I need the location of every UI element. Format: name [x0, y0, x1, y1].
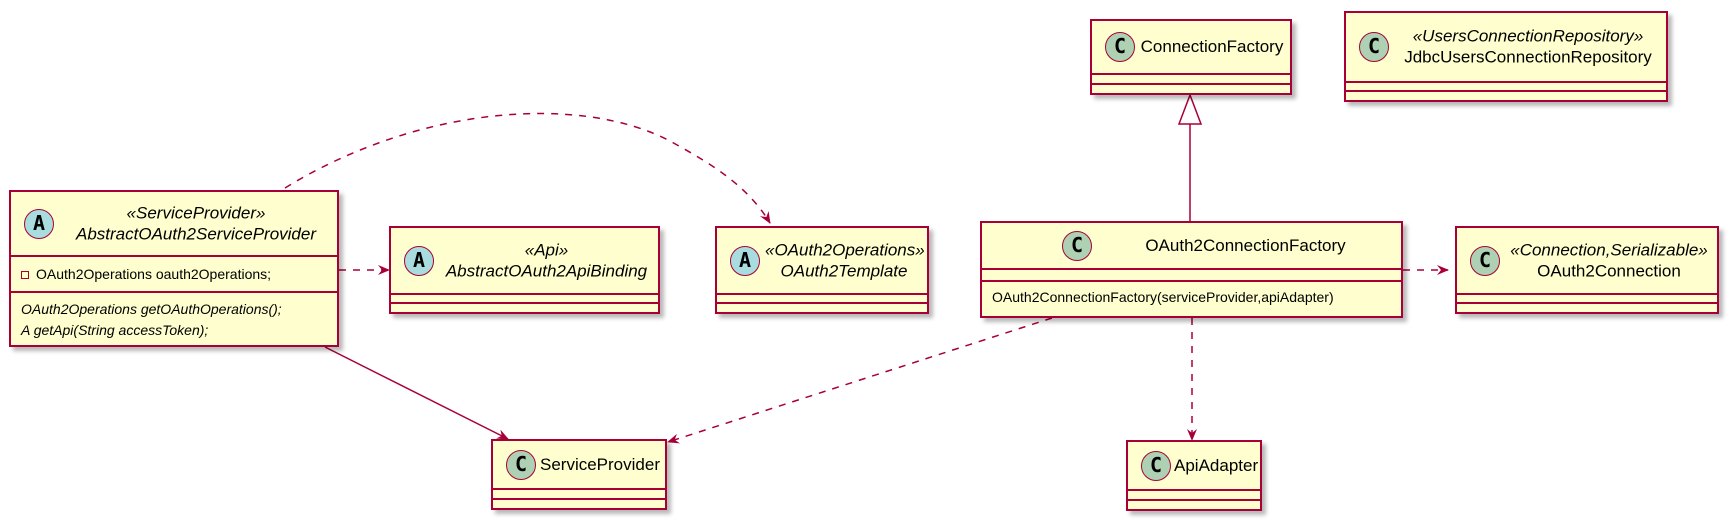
class-name: AbstractOAuth2ApiBinding — [445, 261, 648, 280]
class-name: OAuth2Template — [780, 261, 908, 280]
class-icon: C — [1470, 245, 1500, 276]
class-name: OAuth2Connection — [1537, 261, 1681, 280]
method-row: A getApi(String accessToken); — [21, 322, 209, 338]
class-oauth2-connection-factory[interactable]: C OAuth2ConnectionFactory OAuth2Connecti… — [980, 221, 1403, 318]
class-name: ConnectionFactory — [1140, 37, 1284, 56]
class-api-adapter[interactable]: C ApiAdapter — [1126, 440, 1262, 511]
field-row: OAuth2Operations oauth2Operations; — [11, 264, 337, 285]
class-stereotype: «ServiceProvider» — [126, 203, 266, 222]
class-name: ServiceProvider — [540, 454, 660, 474]
abstract-class-icon: A — [24, 208, 54, 239]
class-name: ApiAdapter — [1174, 455, 1259, 475]
field-text: OAuth2Operations oauth2Operations; — [36, 266, 272, 282]
class-stereotype: «UsersConnectionRepository» — [1412, 26, 1644, 46]
class-abstract-oauth2-api-binding[interactable]: A «Api» AbstractOAuth2ApiBinding — [389, 226, 660, 314]
class-oauth2-connection[interactable]: C «Connection,Serializable» OAuth2Connec… — [1455, 226, 1719, 314]
class-oauth2-template[interactable]: A «OAuth2Operations» OAuth2Template — [715, 226, 929, 314]
class-icon: C — [1141, 450, 1171, 481]
class-name: JdbcUsersConnectionRepository — [1404, 47, 1652, 67]
association-edge-serviceprovider — [324, 346, 509, 440]
class-icon: C — [1062, 230, 1092, 261]
class-icon: C — [506, 449, 536, 480]
extension-triangle — [1177, 92, 1203, 125]
class-jdbc-users-connection-repository[interactable]: C «UsersConnectionRepository» JdbcUsersC… — [1344, 11, 1668, 102]
class-name: AbstractOAuth2ServiceProvider — [76, 224, 316, 243]
class-icon: C — [1105, 32, 1135, 62]
method-row: OAuth2Operations getOAuthOperations(); — [21, 301, 282, 317]
method-row: OAuth2ConnectionFactory(serviceProvider,… — [992, 289, 1334, 305]
abstract-class-icon: A — [404, 245, 434, 276]
class-icon: C — [1359, 32, 1389, 62]
class-stereotype: «OAuth2Operations» — [765, 240, 925, 259]
class-name: OAuth2ConnectionFactory — [1145, 235, 1346, 255]
class-connection-factory[interactable]: C ConnectionFactory — [1090, 19, 1292, 95]
class-abstract-oauth2-service-provider[interactable]: A «ServiceProvider» AbstractOAuth2Servic… — [9, 190, 339, 347]
class-stereotype: «Api» — [524, 240, 569, 259]
abstract-class-icon: A — [730, 245, 760, 276]
class-stereotype: «Connection,Serializable» — [1510, 240, 1708, 259]
dependency-edge-factory-serviceprovider — [667, 317, 1053, 444]
dependency-edge-serviceprovider-oauth2template — [284, 112, 771, 224]
class-service-provider[interactable]: C ServiceProvider — [491, 439, 667, 510]
private-visibility-icon — [21, 271, 29, 279]
